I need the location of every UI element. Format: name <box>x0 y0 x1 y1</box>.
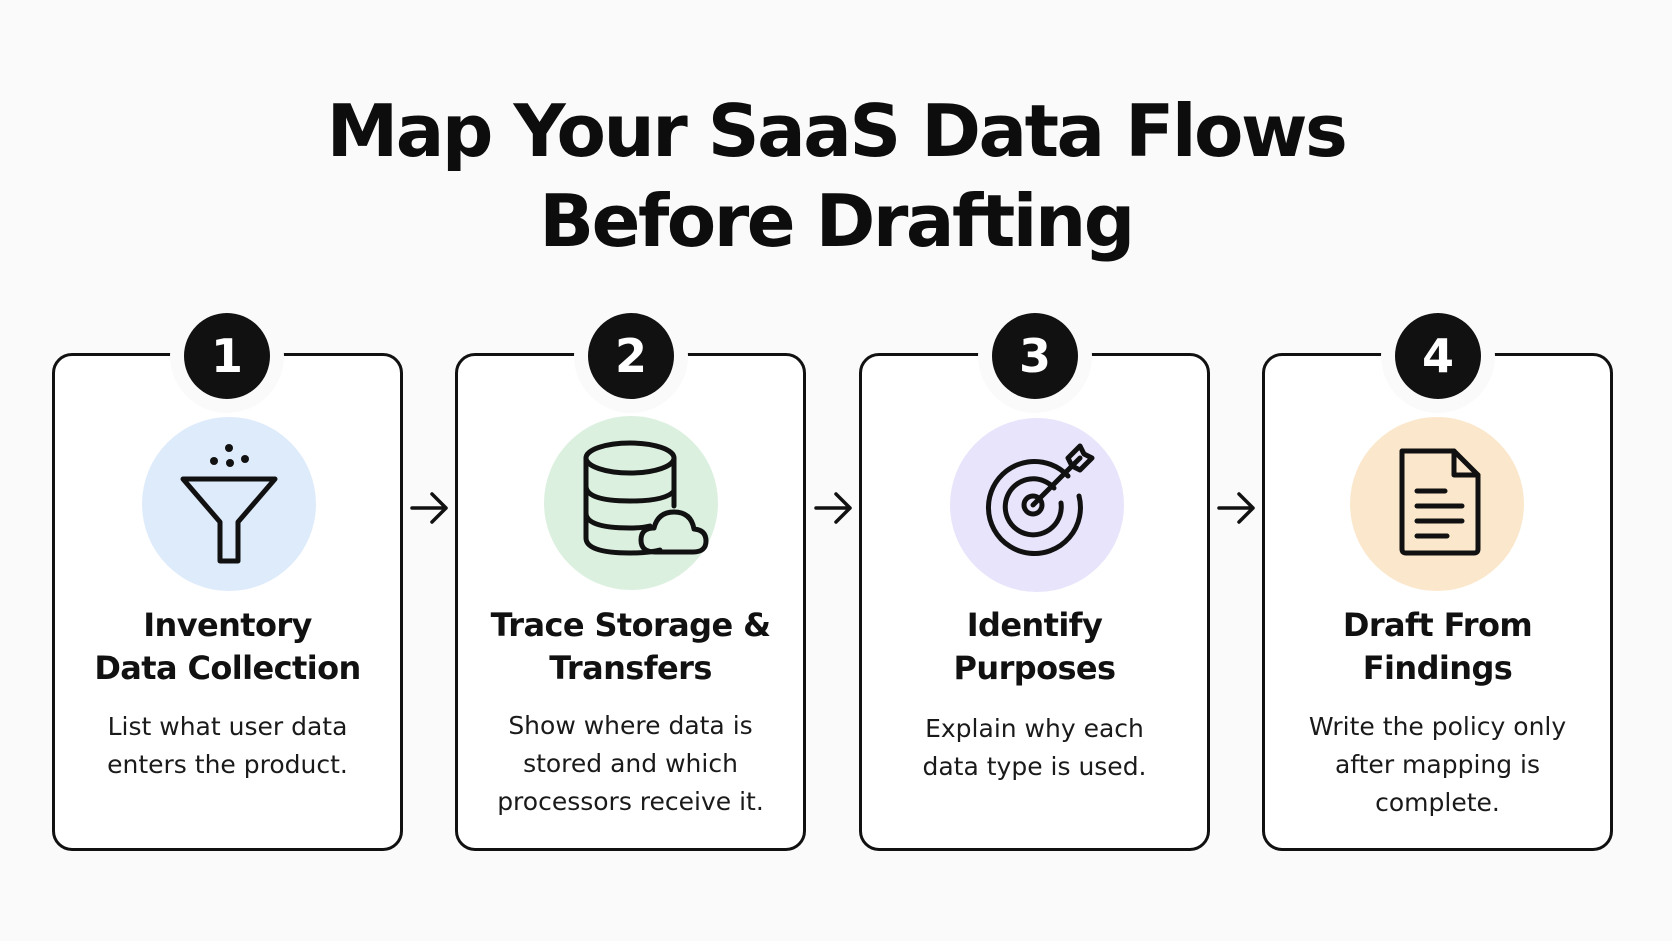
step-icon-circle-2 <box>544 416 718 590</box>
step-description-2: Show where data is stored and which proc… <box>497 711 764 816</box>
arrow-right-icon <box>410 492 448 524</box>
step-title-1: Inventory Data Collection <box>94 606 361 687</box>
document-icon <box>1399 448 1481 556</box>
step-title-3: Identify Purposes <box>953 606 1117 687</box>
step-description-1: List what user data enters the product. <box>107 712 348 779</box>
step-icon-circle-1 <box>142 417 316 591</box>
title-line-2: Before Drafting <box>539 179 1135 263</box>
step-icon-circle-3 <box>950 418 1124 592</box>
target-icon <box>985 443 1095 556</box>
arrow-right-icon <box>814 492 852 524</box>
step-number-badge-2: 2 <box>588 313 674 399</box>
funnel-icon <box>180 444 278 564</box>
title-line-1: Map Your SaaS Data Flows <box>326 89 1348 173</box>
step-icon-circle-4 <box>1350 417 1524 591</box>
step-title-4: Draft From Findings <box>1342 606 1533 687</box>
arrow-right-icon <box>1217 492 1255 524</box>
step-number-badge-1: 1 <box>184 313 270 399</box>
step-number-badge-4: 4 <box>1395 313 1481 399</box>
database-cloud-icon <box>583 440 709 556</box>
step-number-badge-3: 3 <box>992 313 1078 399</box>
step-description-4: Write the policy only after mapping is c… <box>1308 712 1567 817</box>
step-title-2: Trace Storage & Transfers <box>490 606 771 687</box>
page-title: Map Your SaaS Data Flows Before Drafting <box>0 86 1672 266</box>
step-description-3: Explain why each data type is used. <box>922 714 1147 781</box>
